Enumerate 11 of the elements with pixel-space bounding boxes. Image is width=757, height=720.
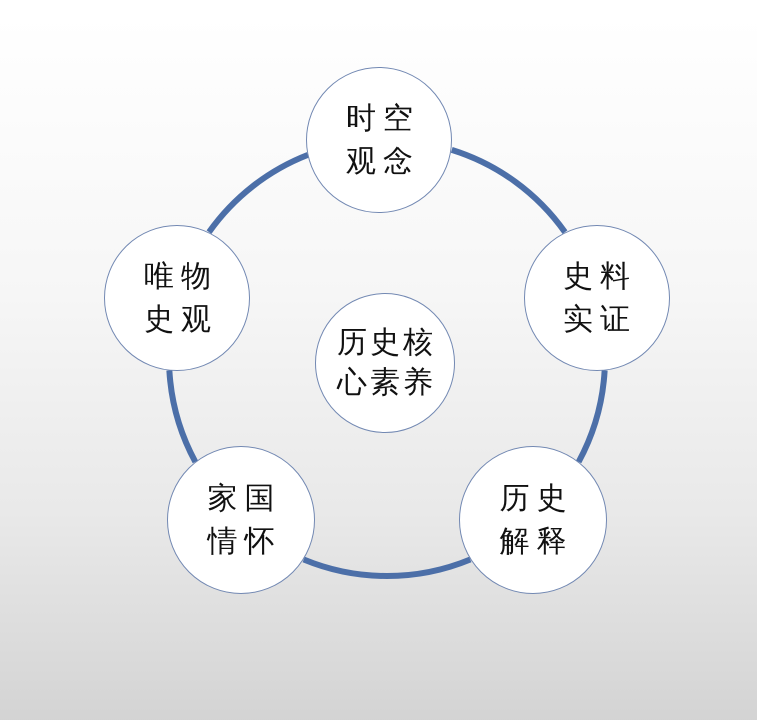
ring-arc: [576, 370, 608, 464]
concept-label: 家国情怀: [206, 480, 283, 561]
concept-label: 唯物史观: [142, 258, 219, 339]
ring-arc: [166, 370, 198, 464]
center-label: 历史核心素养: [336, 324, 437, 402]
ring-arc: [206, 152, 310, 234]
concept-label: 史料实证: [562, 258, 638, 339]
concept-label: 时空观念: [344, 100, 421, 182]
concept-label: 历史解释: [498, 480, 574, 561]
ring-arc: [302, 556, 472, 579]
ring-arc: [450, 147, 568, 234]
